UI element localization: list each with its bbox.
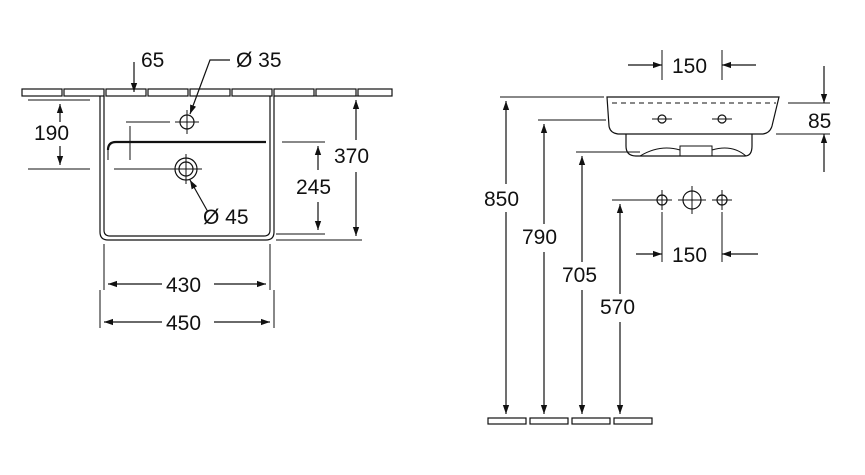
dim-total-width: 450 bbox=[166, 312, 201, 335]
dim-rim-height: 850 bbox=[484, 188, 519, 211]
dim-waste-height: 705 bbox=[562, 264, 597, 287]
tap-hole bbox=[175, 110, 199, 134]
dim-drain-diameter: Ø 45 bbox=[203, 206, 249, 229]
wall-segments-top bbox=[21, 88, 393, 97]
supply-connections bbox=[652, 186, 732, 214]
dim-bowl-height: 85 bbox=[808, 110, 831, 133]
dim-inner-width: 430 bbox=[166, 274, 201, 297]
dim-tap-hole-diameter: Ø 35 bbox=[236, 49, 282, 72]
top-view: 65 Ø 35 190 370 245 Ø 45 bbox=[21, 49, 393, 335]
dim-supply-height: 570 bbox=[600, 296, 635, 319]
floor-segments bbox=[487, 417, 653, 425]
dim-depth-to-tap: 190 bbox=[34, 122, 69, 145]
dim-total-depth: 370 bbox=[334, 145, 369, 168]
basin-profile bbox=[606, 96, 780, 157]
dim-top-spacing: 150 bbox=[672, 55, 707, 78]
drain-hole bbox=[114, 154, 202, 184]
side-view: 150 85 850 790 705 570 bbox=[484, 50, 831, 425]
dim-depth-to-drain: 245 bbox=[296, 176, 331, 199]
dim-tap-offset: 65 bbox=[141, 49, 164, 72]
dim-underside-height: 790 bbox=[522, 226, 557, 249]
dim-supply-spacing: 150 bbox=[672, 244, 707, 267]
basin-outline bbox=[99, 96, 275, 241]
